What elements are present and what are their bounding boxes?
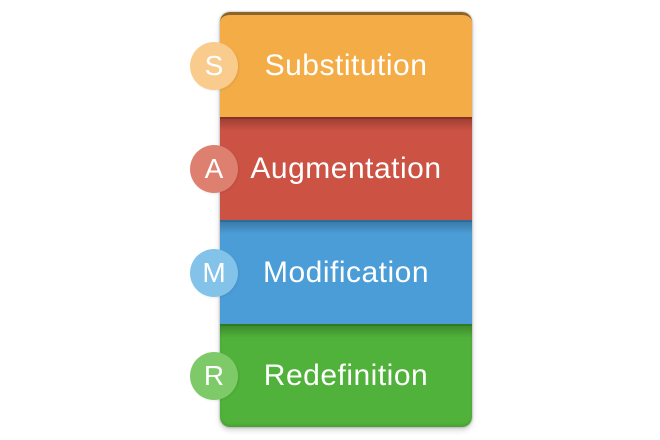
substitution-letter: S [204, 49, 224, 81]
redefinition-letter-badge: R [190, 352, 238, 401]
samr-bar-stack: S Substitution A Augmentation M Modifica… [190, 12, 472, 427]
samr-model-diagram: S Substitution A Augmentation M Modifica… [190, 12, 472, 427]
substitution-label: Substitution [264, 48, 428, 82]
samr-bar-modification: M Modification [190, 220, 472, 324]
samr-bar-substitution: S Substitution [190, 12, 472, 117]
modification-letter-badge: M [190, 248, 238, 297]
samr-bar-augmentation: A Augmentation [190, 116, 472, 220]
substitution-letter-badge: S [190, 41, 238, 90]
redefinition-letter: R [203, 360, 225, 392]
modification-label: Modification [262, 255, 430, 289]
augmentation-letter: A [204, 153, 224, 185]
redefinition-label: Redefinition [263, 359, 429, 393]
augmentation-letter-badge: A [190, 145, 238, 194]
samr-bar-redefinition: R Redefinition [190, 323, 472, 427]
modification-letter: M [202, 256, 226, 288]
augmentation-label: Augmentation [250, 152, 442, 186]
